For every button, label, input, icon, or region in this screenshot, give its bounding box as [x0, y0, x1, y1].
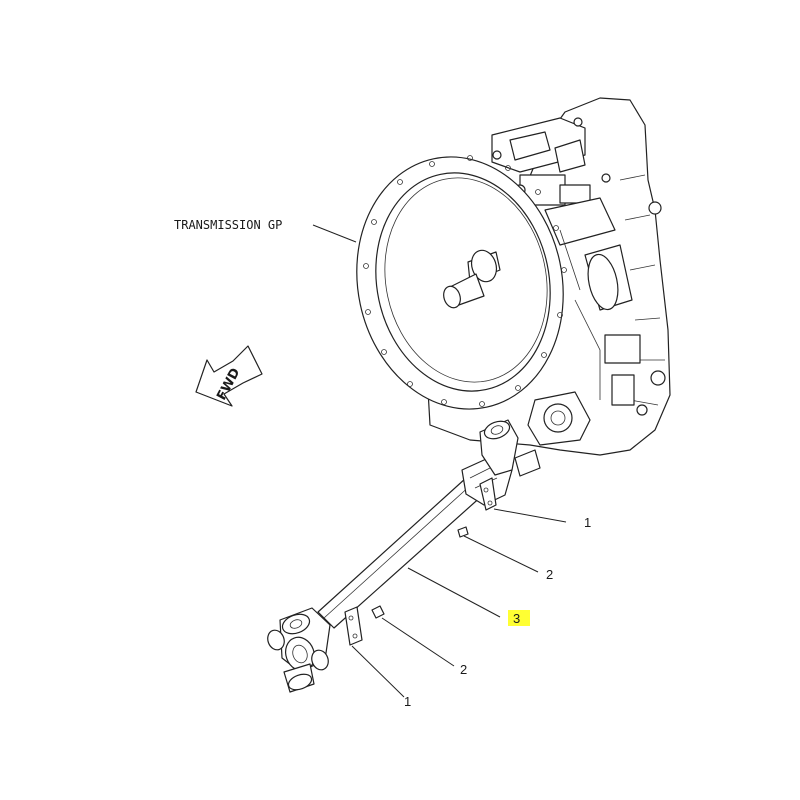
- driveshaft: [267, 419, 541, 693]
- callout-driveshaft[interactable]: 3: [508, 610, 530, 626]
- fwd-direction-arrow: FWD: [195, 345, 263, 407]
- callout-bolt-lower[interactable]: 2: [460, 662, 467, 677]
- bell-housing-flange: [356, 155, 567, 410]
- svg-text:1: 1: [584, 515, 591, 530]
- svg-text:2: 2: [546, 567, 553, 582]
- svg-text:3: 3: [513, 611, 520, 626]
- svg-text:2: 2: [460, 662, 467, 677]
- svg-text:1: 1: [404, 694, 411, 709]
- leader-lines: [312, 224, 567, 698]
- callout-highlight: [508, 610, 530, 626]
- callout-clip-upper[interactable]: 1: [584, 515, 591, 530]
- hardware: [344, 477, 497, 646]
- callout-clip-lower[interactable]: 1: [404, 694, 411, 709]
- callout-bolt-upper[interactable]: 2: [546, 567, 553, 582]
- transmission-group-label: TRANSMISSION GP: [174, 218, 282, 232]
